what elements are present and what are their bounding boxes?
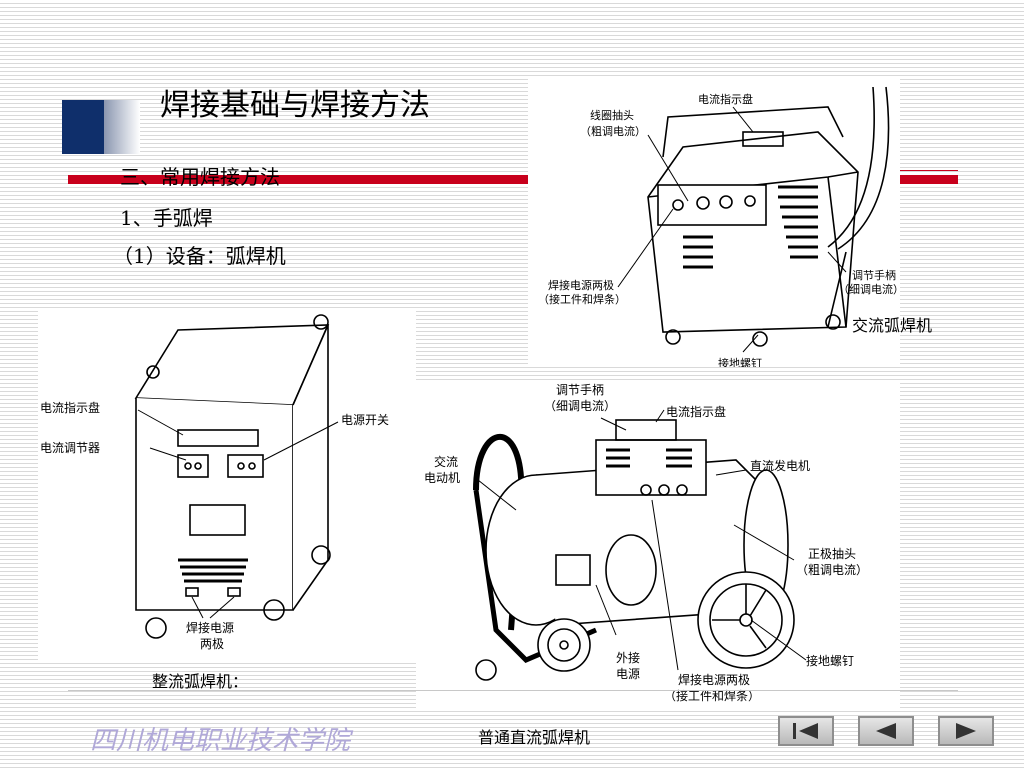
- dc-label-ground: 接地螺钉: [806, 653, 854, 668]
- first-slide-button[interactable]: [778, 716, 834, 746]
- equipment-heading: （1）设备：弧焊机: [113, 244, 286, 268]
- page-title: 焊接基础与焊接方法: [160, 88, 430, 123]
- ac-label-handle-note: （细调电流）: [838, 282, 900, 296]
- decorative-square: [62, 100, 106, 154]
- ac-label-coil-tap: 线圈抽头: [590, 108, 634, 122]
- prev-slide-icon: [876, 723, 896, 739]
- next-slide-button[interactable]: [938, 716, 994, 746]
- footer-divider: [68, 690, 958, 691]
- dc-label-handle-note: （细调电流）: [544, 399, 616, 413]
- rect-label-indicator: 电流指示盘: [40, 400, 100, 415]
- title-divider: [68, 175, 958, 184]
- ac-label-ground: 接地螺钉: [718, 357, 762, 367]
- rect-label-power-switch: 电源开关: [341, 413, 389, 427]
- ac-welder-caption: 交流弧焊机: [852, 316, 933, 335]
- ac-label-coil-tap-note: （粗调电流）: [580, 124, 646, 138]
- dc-label-external: 外接: [616, 650, 640, 665]
- next-slide-icon: [956, 723, 976, 739]
- dc-label-handle: 调节手柄: [556, 383, 604, 397]
- dc-label-terminals-note: （接工件和焊条）: [664, 688, 760, 703]
- ac-label-handle: 调节手柄: [852, 268, 896, 282]
- dc-welder-caption: 普通直流弧焊机: [478, 728, 591, 747]
- school-name: 四川机电职业技术学院: [90, 726, 351, 756]
- rect-label-terminals: 焊接电源: [186, 620, 234, 635]
- rectifier-welder-image: 电流指示盘 电流调节器 电源开关 焊接电源 两极: [38, 310, 416, 662]
- dc-label-external-note: 电源: [616, 667, 640, 681]
- prev-slide-button[interactable]: [858, 716, 914, 746]
- rect-label-regulator: 电流调节器: [40, 441, 100, 455]
- dc-label-motor: 交流: [434, 454, 458, 469]
- dc-welder-image: 调节手柄 （细调电流） 电流指示盘 交流 电动机 直流发电机 正极抽头 （粗调电…: [416, 380, 900, 710]
- dc-label-indicator: 电流指示盘: [666, 404, 726, 419]
- ac-welder-image: 电流指示盘 线圈抽头 （粗调电流） 调节手柄 （细调电流） 焊接电源两极 （接工…: [528, 77, 900, 367]
- dc-label-generator: 直流发电机: [750, 458, 810, 473]
- first-slide-icon: [793, 723, 818, 739]
- ac-label-terminals: 焊接电源两极: [548, 278, 614, 292]
- dc-label-terminals: 焊接电源两极: [678, 672, 750, 687]
- ac-label-terminals-note: （接工件和焊条）: [538, 292, 626, 306]
- rectifier-welder-caption: 整流弧焊机：: [152, 672, 249, 691]
- decorative-gradient: [104, 100, 140, 154]
- section-heading: 三、常用焊接方法: [120, 165, 280, 189]
- subsection-heading: 1、手弧焊: [120, 206, 213, 230]
- dc-label-pole-tap-note: （粗调电流）: [796, 563, 868, 577]
- title-divider-thin: [900, 170, 958, 171]
- ac-label-indicator: 电流指示盘: [698, 92, 753, 106]
- dc-label-pole-tap: 正极抽头: [808, 547, 856, 561]
- rect-label-terminals-note: 两极: [200, 637, 224, 651]
- dc-label-motor-note: 电动机: [424, 471, 460, 485]
